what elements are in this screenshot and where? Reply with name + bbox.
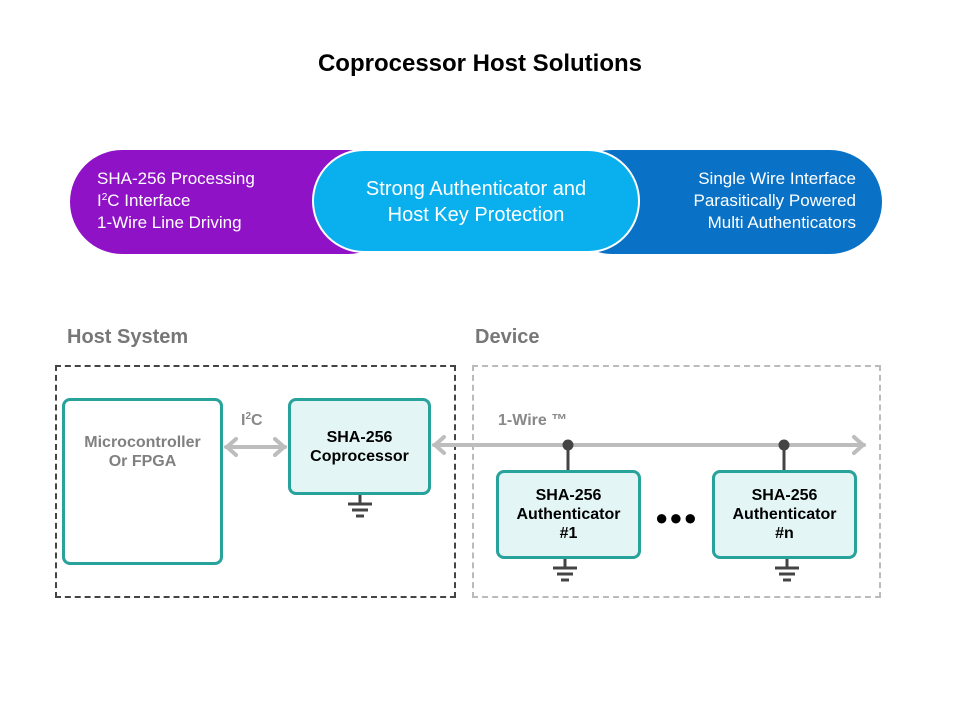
block-label: Authenticator	[732, 506, 837, 523]
feature-line: Parasitically Powered	[693, 191, 856, 210]
feature-line: Strong Authenticator and	[365, 178, 587, 200]
coprocessor-features: SHA-256 Processing I2C Interface 1-Wire …	[97, 168, 255, 234]
block-label: #1	[559, 525, 578, 542]
feature-line: I2C Interface	[97, 191, 191, 210]
ground-icon	[775, 559, 799, 582]
block-label: SHA-256	[535, 487, 602, 504]
block-label: Or FPGA	[108, 453, 177, 470]
microcontroller-block: Microcontroller Or FPGA	[62, 398, 223, 565]
i2c-label: I2C	[241, 411, 263, 430]
authn-tap	[778, 439, 790, 470]
coprocessor-block: SHA-256 Coprocessor	[288, 398, 431, 495]
onewire-bus-arrow	[432, 435, 866, 455]
ground-icon	[348, 495, 372, 518]
block-label: Microcontroller	[84, 434, 201, 451]
onewire-label: 1-Wire ™	[498, 412, 568, 429]
device-label: Device	[475, 326, 540, 348]
authenticator-1-block: SHA-256 Authenticator #1	[496, 470, 641, 559]
block-label: SHA-256	[751, 487, 818, 504]
page-title: Coprocessor Host Solutions	[317, 50, 643, 77]
feature-line: Host Key Protection	[387, 204, 565, 226]
block-label: Authenticator	[516, 506, 621, 523]
authenticator-n-block: SHA-256 Authenticator #n	[712, 470, 857, 559]
ellipsis-dots: ●●●	[655, 505, 698, 530]
feature-line: SHA-256 Processing	[97, 169, 255, 188]
feature-pill-protection	[312, 149, 640, 253]
block-label: Coprocessor	[310, 447, 409, 465]
i2c-arrow	[224, 437, 287, 457]
interface-features: Single Wire Interface Parasitically Powe…	[600, 168, 856, 234]
block-label: #n	[775, 525, 794, 542]
host-system-label: Host System	[67, 326, 189, 348]
feature-line: Single Wire Interface	[698, 169, 856, 188]
device-boundary	[472, 365, 881, 598]
block-label: SHA-256	[326, 428, 393, 446]
host-system-boundary	[55, 365, 456, 598]
ground-icon	[553, 559, 577, 582]
protection-text: Strong Authenticator and Host Key Protec…	[312, 176, 640, 228]
auth1-tap	[562, 439, 574, 470]
feature-line: 1-Wire Line Driving	[97, 213, 242, 232]
feature-line: Multi Authenticators	[707, 213, 856, 232]
